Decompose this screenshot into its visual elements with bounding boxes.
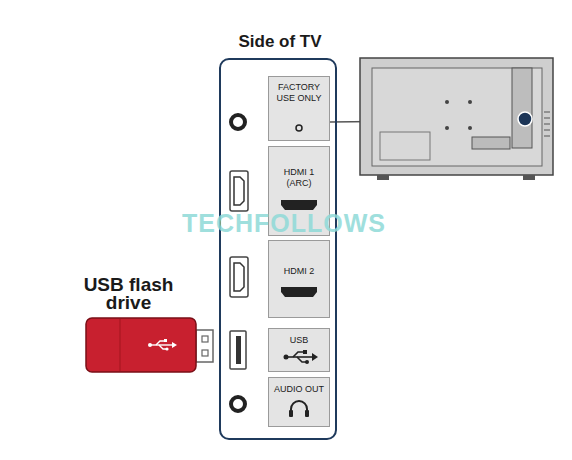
usb-drive xyxy=(86,318,213,372)
panel-title: Side of TV xyxy=(201,32,359,52)
port-label: FACTORY USE ONLY xyxy=(275,82,323,104)
port-sockets xyxy=(230,115,248,411)
port-label: USB xyxy=(270,335,328,346)
watermark: TECHFOLLOWS xyxy=(182,209,386,238)
port-label-box: HDMI 2 xyxy=(268,240,330,318)
port-label-box: FACTORY USE ONLY xyxy=(268,76,330,141)
port-panel: Side of TVFACTORY USE ONLYHDMI 1 (ARC)HD… xyxy=(219,58,337,440)
port-label-box: USB xyxy=(268,328,330,372)
port-label: HDMI 1 (ARC) xyxy=(277,167,321,189)
port-label-fills xyxy=(268,76,330,427)
port-label: HDMI 2 xyxy=(270,266,328,277)
port-label: AUDIO OUT xyxy=(270,384,328,395)
tv-back xyxy=(360,58,553,180)
drive-label: USB flash drive xyxy=(71,276,186,312)
usb-drive-body: USB flash drive xyxy=(86,318,196,372)
port-label-box: AUDIO OUT xyxy=(268,377,330,427)
